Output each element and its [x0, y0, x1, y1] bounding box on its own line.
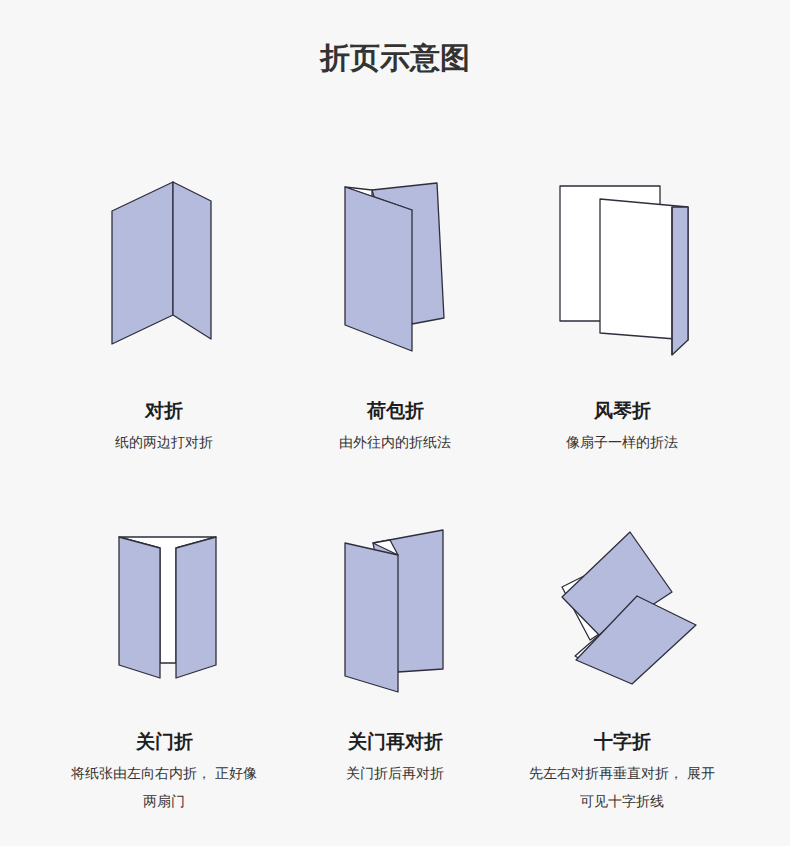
double-gate-fold-figure	[345, 530, 443, 692]
panel	[345, 187, 412, 351]
fold-description: 先左右对折再垂直对折， 展开可见十字折线	[527, 759, 717, 815]
panel	[173, 182, 211, 339]
cross-fold-figure	[562, 532, 696, 684]
fold-line	[671, 207, 672, 355]
fold-name: 关门再对折	[295, 729, 495, 755]
fold-description: 关门折后再对折	[300, 759, 490, 787]
fold-description: 由外往内的折纸法	[285, 428, 505, 456]
panel	[345, 543, 398, 692]
fold-name: 十字折	[522, 729, 722, 755]
roll-fold-figure	[345, 183, 444, 351]
fold-name: 对折	[64, 398, 264, 424]
fold-name: 关门折	[64, 729, 264, 755]
page-title: 折页示意图	[195, 38, 595, 79]
fold-description: 像扇子一样的折法	[512, 428, 732, 456]
accordion-fold-figure	[560, 186, 688, 355]
fold-name: 风琴折	[522, 398, 722, 424]
fold-description: 将纸张由左向右内折， 正好像两扇门	[69, 759, 259, 815]
panel	[576, 596, 696, 684]
panel	[112, 182, 173, 344]
fold-description: 纸的两边打对折	[54, 428, 274, 456]
panel	[176, 537, 216, 678]
half-fold-figure	[112, 182, 211, 344]
panel	[119, 537, 160, 678]
panel	[672, 207, 688, 355]
fold-name: 荷包折	[295, 398, 495, 424]
gate-fold-figure	[119, 537, 216, 678]
